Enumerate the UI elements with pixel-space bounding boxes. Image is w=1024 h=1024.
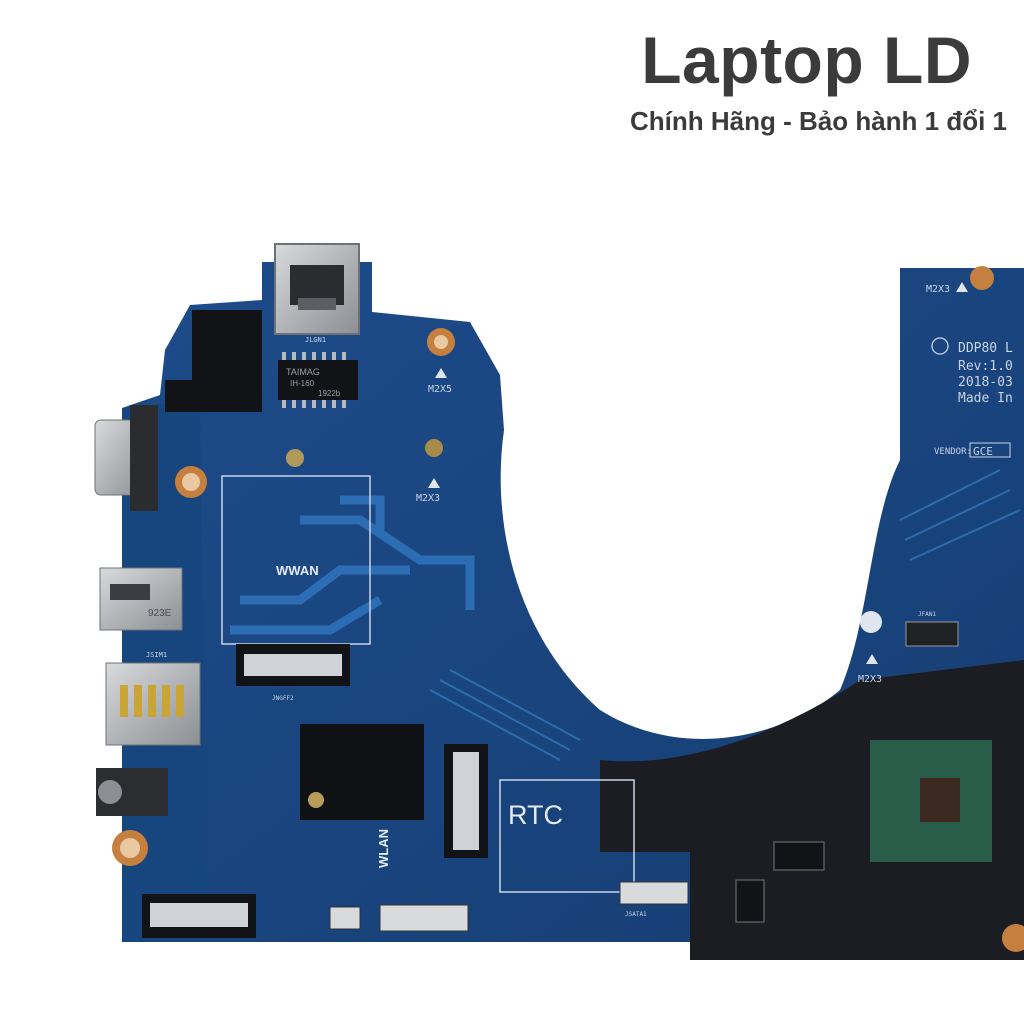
jlan-label: JLGN1 [305, 336, 326, 344]
jsim-label: JSIM1 [146, 651, 167, 659]
brand-title: Laptop LD [641, 23, 972, 97]
sim-slot [105, 662, 201, 746]
audio-jack [96, 768, 168, 816]
chip-code: 1922b [318, 389, 341, 398]
chip-brand: TAIMAG [286, 367, 320, 377]
m2-slot-wlan [444, 744, 488, 858]
info-line-2: Rev:1.0 [958, 359, 1013, 374]
m2-slot-bottom [142, 894, 256, 938]
connector-jsata [619, 881, 689, 905]
connector-fan [905, 621, 959, 647]
wwan-label: WWAN [276, 563, 319, 578]
small-ic-1 [773, 841, 825, 871]
m2x3-label-mid: M2X3 [416, 493, 440, 504]
vendor-code: GCE [973, 445, 993, 458]
info-line-4: Made In [958, 391, 1013, 406]
ngff-label: JNGFF2 [272, 695, 294, 702]
m2x5-label: M2X5 [428, 384, 452, 395]
m2x3-label-right-top: M2X3 [926, 284, 950, 295]
black-pad [165, 310, 262, 412]
lan-transformer: TAIMAG IH-160 1922b [278, 352, 358, 408]
usb-port: 923E [99, 567, 183, 631]
pcb-traces [230, 495, 475, 635]
jfan-label: JFAN1 [918, 611, 936, 618]
wlan-label: WLAN [376, 829, 391, 868]
vga-connector [94, 405, 158, 511]
m2x3-label-right-low: M2X3 [858, 674, 882, 685]
mount-holes [112, 266, 1024, 952]
jsata-label: JSATA1 [625, 911, 647, 918]
connector-small [329, 906, 361, 930]
m2-slot-wwan [236, 644, 350, 686]
lan-connector [274, 243, 360, 335]
info-line-3: 2018-03 [958, 375, 1013, 390]
info-line-1: DDP80 L [958, 341, 1013, 356]
brand-subtitle: Chính Hãng - Bảo hành 1 đổi 1 [630, 106, 1007, 136]
rtc-label: RTC [508, 800, 563, 830]
vendor-label: VENDOR: [934, 447, 972, 457]
cpu-shield [600, 660, 1024, 960]
small-ic-2 [735, 879, 765, 923]
rtc-box [499, 779, 635, 893]
pch-chip [870, 740, 992, 862]
connector-flex [379, 904, 469, 932]
chip-model: IH-160 [290, 379, 315, 388]
usb-marking: 923E [148, 608, 172, 619]
